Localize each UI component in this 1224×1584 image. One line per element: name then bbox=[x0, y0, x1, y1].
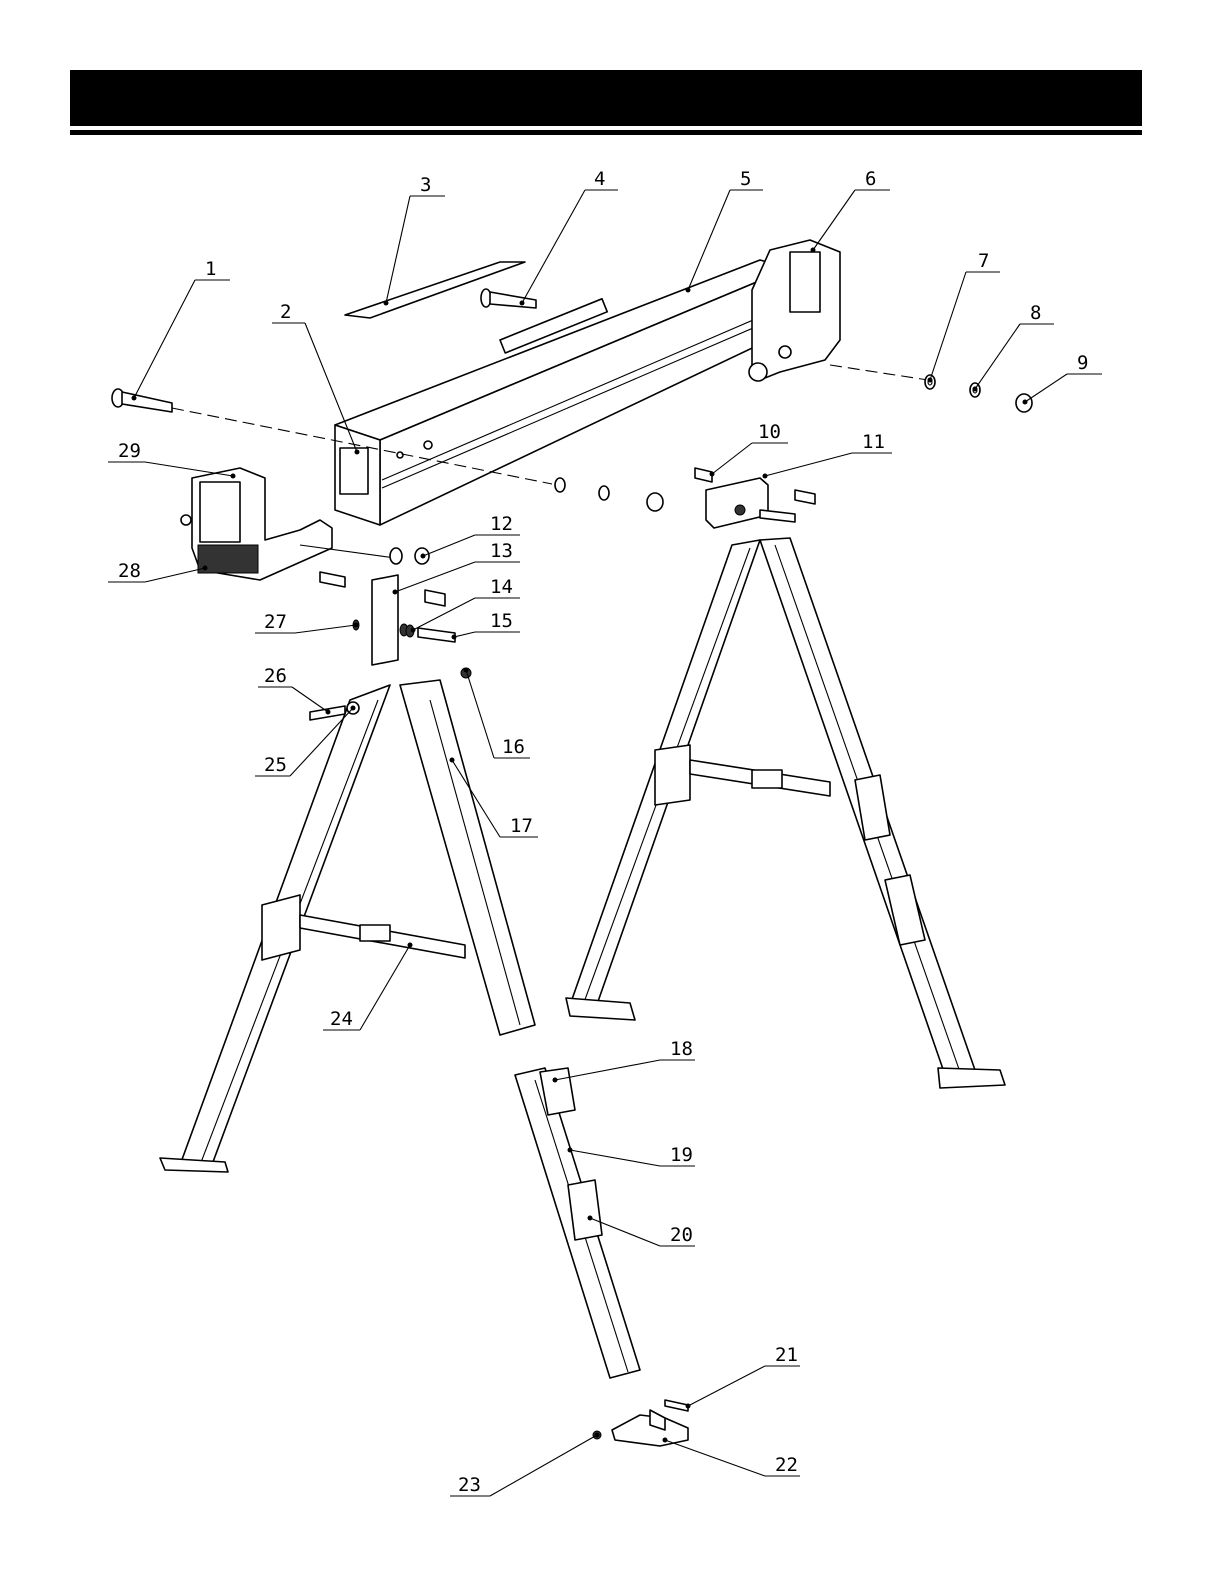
part-washer-center bbox=[555, 478, 663, 511]
callout-27: 27 bbox=[255, 611, 359, 633]
svg-text:13: 13 bbox=[490, 540, 513, 562]
svg-text:27: 27 bbox=[264, 611, 287, 633]
svg-text:19: 19 bbox=[670, 1144, 693, 1166]
svg-text:17: 17 bbox=[510, 815, 533, 837]
callout-23: 23 bbox=[450, 1433, 600, 1497]
svg-text:29: 29 bbox=[118, 440, 141, 462]
callout-24: 24 bbox=[323, 943, 413, 1031]
callout-7: 7 bbox=[928, 250, 1001, 383]
callout-18: 18 bbox=[553, 1038, 696, 1083]
svg-text:23: 23 bbox=[458, 1474, 481, 1496]
part-foot bbox=[593, 1400, 688, 1446]
part-hub-11 bbox=[695, 468, 815, 528]
part-right-leg-rear bbox=[760, 538, 1005, 1088]
svg-text:22: 22 bbox=[775, 1454, 798, 1476]
svg-text:5: 5 bbox=[740, 168, 751, 190]
part-end-bracket-left bbox=[181, 468, 332, 580]
part-spring-14 bbox=[400, 624, 455, 642]
svg-text:1: 1 bbox=[205, 258, 216, 280]
svg-text:24: 24 bbox=[330, 1008, 353, 1030]
callout-26: 26 bbox=[258, 665, 331, 715]
callout-11: 11 bbox=[763, 431, 893, 479]
callout-21: 21 bbox=[686, 1344, 801, 1409]
callout-15: 15 bbox=[452, 610, 521, 640]
callout-9: 9 bbox=[1023, 352, 1103, 405]
callout-16: 16 bbox=[464, 668, 531, 759]
svg-text:2: 2 bbox=[280, 301, 291, 323]
callout-1: 1 bbox=[132, 258, 231, 401]
part-hub-13 bbox=[320, 572, 445, 665]
callout-22: 22 bbox=[663, 1438, 801, 1477]
svg-text:15: 15 bbox=[490, 610, 513, 632]
part-long-bolt bbox=[112, 389, 172, 412]
svg-text:10: 10 bbox=[758, 421, 781, 443]
svg-text:4: 4 bbox=[594, 168, 605, 190]
svg-text:7: 7 bbox=[978, 250, 989, 272]
callout-10: 10 bbox=[710, 421, 789, 477]
part-left-leg-rear bbox=[400, 668, 535, 1035]
part-top-plate bbox=[345, 262, 525, 318]
svg-text:12: 12 bbox=[490, 513, 513, 535]
part-pin-12 bbox=[300, 545, 429, 564]
part-left-crossbar bbox=[300, 915, 465, 958]
callout-4: 4 bbox=[520, 168, 619, 306]
svg-text:11: 11 bbox=[862, 431, 885, 453]
svg-text:26: 26 bbox=[264, 665, 287, 687]
axis-line-right bbox=[830, 365, 928, 380]
svg-text:18: 18 bbox=[670, 1038, 693, 1060]
svg-text:28: 28 bbox=[118, 560, 141, 582]
svg-text:3: 3 bbox=[420, 174, 431, 196]
svg-text:25: 25 bbox=[264, 754, 287, 776]
svg-text:16: 16 bbox=[502, 736, 525, 758]
callout-8: 8 bbox=[973, 302, 1055, 392]
callout-19: 19 bbox=[568, 1144, 696, 1166]
svg-text:20: 20 bbox=[670, 1224, 693, 1246]
part-right-crossbar bbox=[690, 760, 830, 796]
callout-28: 28 bbox=[108, 560, 208, 582]
callout-20: 20 bbox=[588, 1216, 696, 1247]
svg-text:9: 9 bbox=[1077, 352, 1088, 374]
svg-text:6: 6 bbox=[865, 168, 876, 190]
callout-6: 6 bbox=[811, 168, 891, 253]
part-lower-leg bbox=[515, 1068, 640, 1378]
svg-text:8: 8 bbox=[1030, 302, 1041, 324]
svg-text:14: 14 bbox=[490, 576, 513, 598]
svg-text:21: 21 bbox=[775, 1344, 798, 1366]
